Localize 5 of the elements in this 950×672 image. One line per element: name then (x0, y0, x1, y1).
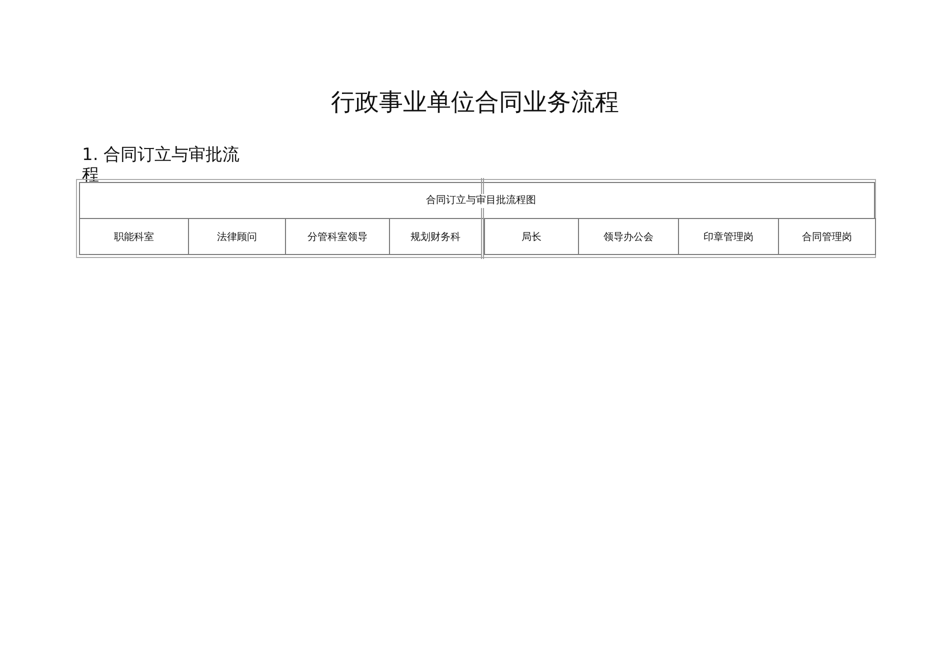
column-header-cell: 局长 (484, 218, 579, 255)
column-header-cell: 合同管理岗 (778, 218, 876, 255)
title: 行政事业单位合同业务流程 (330, 87, 620, 118)
section-heading: 1. 合同订立与审批流程 (82, 145, 241, 185)
column-header-cell: 职能科室 (79, 218, 189, 255)
